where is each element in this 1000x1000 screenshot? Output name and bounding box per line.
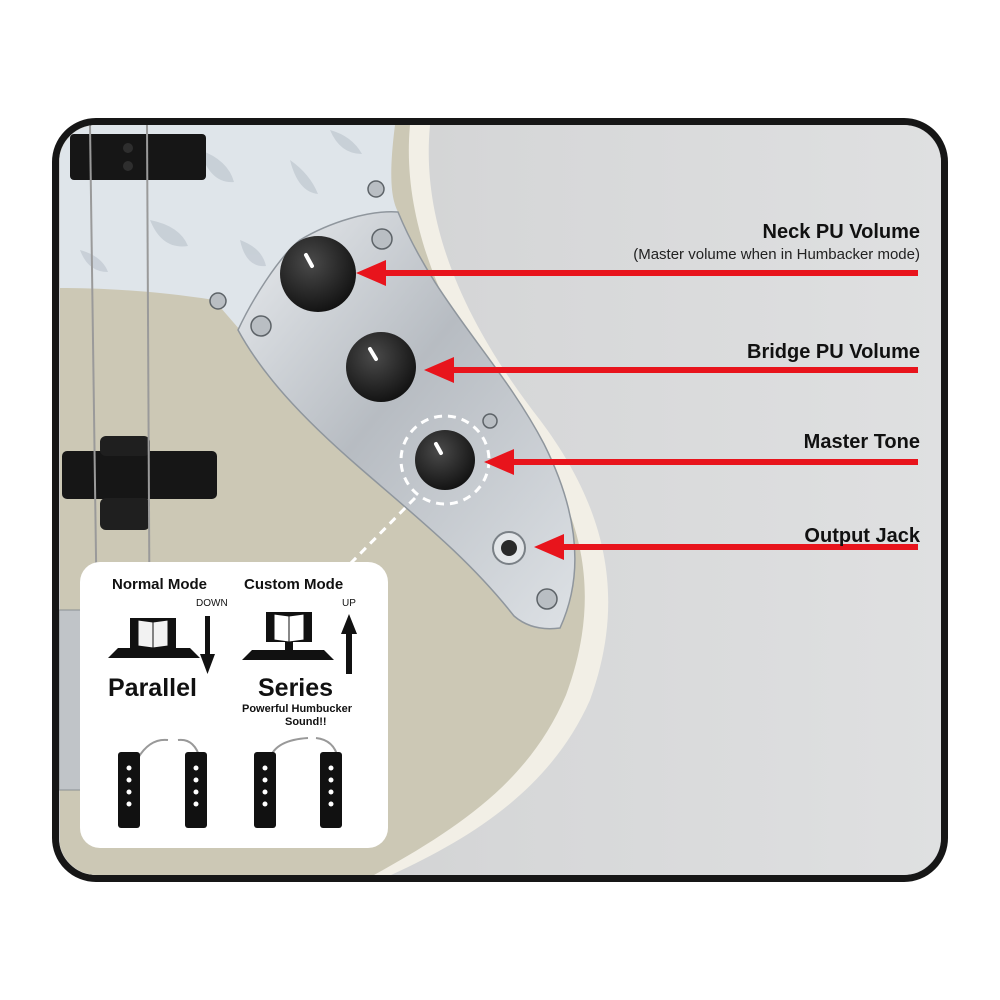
series-note-line2: Sound!! [285,716,327,728]
neck-pickup [70,134,206,180]
neck-volume-label: Neck PU Volume [762,221,920,243]
series-wiring-diagram [254,737,342,828]
parallel-wiring-diagram [118,738,207,828]
output-jack [492,531,526,565]
parallel-label: Parallel [108,674,197,702]
output-jack-label: Output Jack [804,525,920,547]
series-note-line1: Powerful Humbucker [242,703,353,715]
series-label: Series [258,674,334,702]
control-plate [237,211,576,630]
arrow-up-icon [341,614,357,674]
down-label: DOWN [196,598,228,609]
bridge-pickup [62,451,217,499]
mode-card-graphics [108,612,357,828]
pushpull-up-icon [242,612,334,660]
neck-volume-knob [280,236,356,312]
master-tone-knob [415,430,475,490]
neck-volume-note: (Master volume when in Humbacker mode) [633,246,920,263]
master-tone-label: Master Tone [803,431,920,453]
normal-mode-title: Normal Mode [112,576,208,593]
bridge-volume-label: Bridge PU Volume [747,341,920,363]
custom-mode-title: Custom Mode [244,576,344,593]
mode-card: Normal Mode Custom Mode DOWN UP [80,562,388,848]
pushpull-down-icon [108,618,200,658]
bridge-volume-knob [346,332,416,402]
up-label: UP [342,598,356,609]
arrow-down-icon [200,616,215,674]
callout-line [346,496,417,568]
